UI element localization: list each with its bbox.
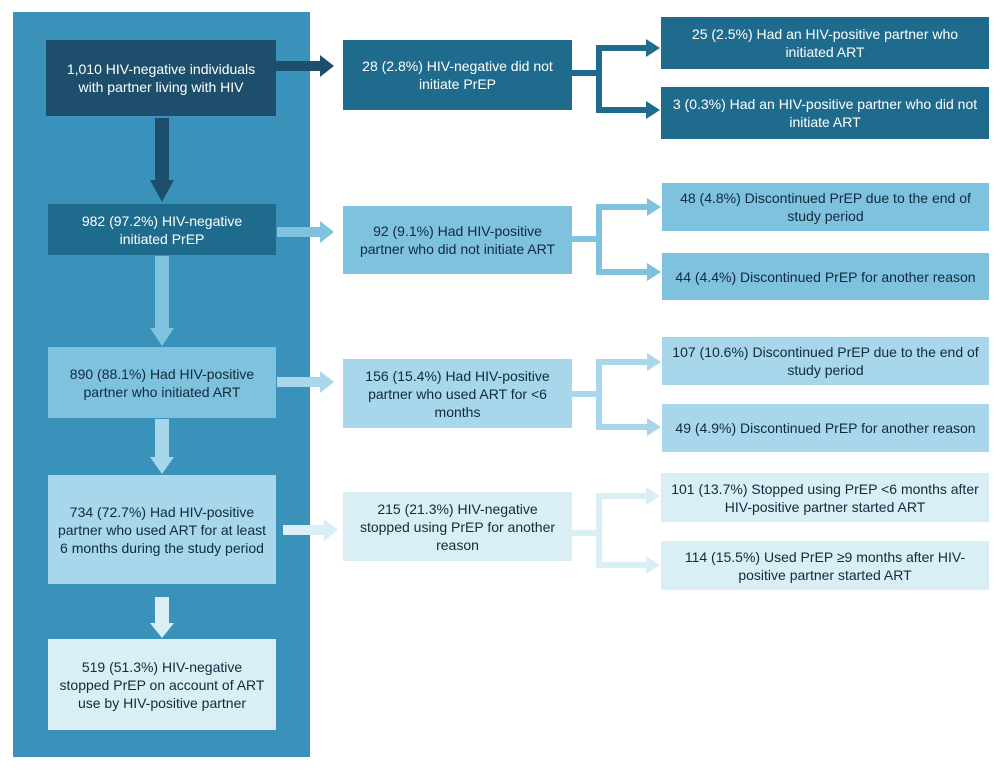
box-discontinued-other-2: 49 (4.9%) Discontinued PrEP for another … (662, 404, 989, 452)
arrow-row2-side (277, 221, 334, 243)
arrow-row4-side (283, 519, 338, 541)
box-stopped-other-reason: 215 (21.3%) HIV-negative stopped using P… (343, 492, 572, 561)
branch-row2 (572, 198, 661, 281)
box-used-prep-9-months: 114 (15.5%) Used PrEP ≥9 months after HI… (661, 541, 989, 590)
arrow-main-2-3 (150, 256, 174, 346)
arrow-main-1-2 (150, 118, 174, 202)
box-partner-no-art: 92 (9.1%) Had HIV-positive partner who d… (343, 206, 572, 274)
box-partner-initiated-art: 890 (88.1%) Had HIV-positive partner who… (48, 347, 276, 418)
arrow-row1-side (275, 55, 334, 77)
box-did-not-initiate-prep: 28 (2.8%) HIV-negative did not initiate … (343, 40, 572, 110)
arrow-main-3-4 (150, 419, 174, 474)
arrow-row3-side (277, 371, 334, 393)
branch-row1 (572, 39, 660, 119)
box-partner-not-initiated-art-sub: 3 (0.3%) Had an HIV-positive partner who… (661, 87, 989, 139)
arrow-main-4-5 (150, 597, 174, 638)
box-stopped-prep-art: 519 (51.3%) HIV-negative stopped PrEP on… (48, 639, 276, 730)
box-initiated-prep: 982 (97.2%) HIV-negative initiated PrEP (48, 204, 276, 255)
box-discontinued-end-study-2: 107 (10.6%) Discontinued PrEP due to the… (662, 337, 989, 385)
branch-row4 (572, 487, 660, 574)
box-partner-initiated-art-sub: 25 (2.5%) Had an HIV-positive partner wh… (661, 17, 989, 69)
box-discontinued-end-study-1: 48 (4.8%) Discontinued PrEP due to the e… (662, 183, 989, 231)
branch-row3 (572, 353, 661, 436)
box-art-6-months: 734 (72.7%) Had HIV-positive partner who… (48, 475, 276, 584)
box-total-negative: 1,010 HIV-negative individuals with part… (46, 40, 276, 116)
box-stopped-under-6-months: 101 (13.7%) Stopped using PrEP <6 months… (661, 473, 989, 522)
box-discontinued-other-1: 44 (4.4%) Discontinued PrEP for another … (662, 253, 989, 300)
box-art-under-6-months: 156 (15.4%) Had HIV-positive partner who… (343, 359, 572, 428)
